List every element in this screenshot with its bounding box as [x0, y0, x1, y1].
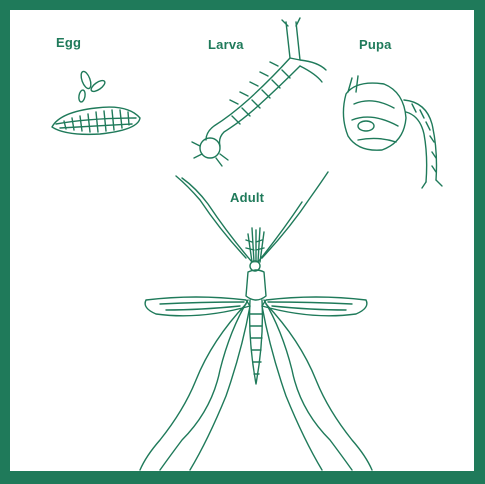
larva-label: Larva [208, 37, 244, 52]
pupa-label: Pupa [359, 37, 392, 52]
egg-illustration [52, 70, 140, 134]
adult-mosquito-illustration [140, 172, 372, 470]
pupa-illustration [343, 76, 442, 188]
adult-label: Adult [230, 190, 264, 205]
egg-label: Egg [56, 35, 81, 50]
